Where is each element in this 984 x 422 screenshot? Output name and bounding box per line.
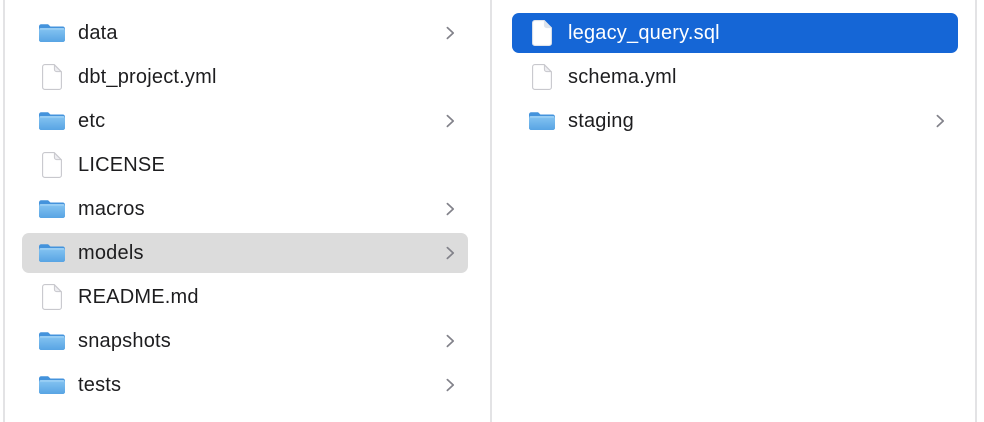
item-label: models	[78, 242, 144, 264]
selection-highlight	[22, 233, 468, 273]
list-item-tests[interactable]: tests	[22, 363, 468, 407]
item-label: README.md	[78, 286, 199, 308]
list-item-models[interactable]: models	[22, 231, 468, 275]
item-label: data	[78, 22, 118, 44]
column-divider[interactable]	[490, 0, 492, 422]
column-divider[interactable]	[3, 0, 5, 422]
file-icon	[532, 64, 552, 90]
list-item-README.md[interactable]: README.md	[22, 275, 468, 319]
item-label: dbt_project.yml	[78, 66, 217, 88]
item-label: staging	[568, 110, 634, 132]
list-item-dbt_project.yml[interactable]: dbt_project.yml	[22, 55, 468, 99]
file-list: data dbt_project.yml	[5, 0, 490, 407]
file-icon	[42, 284, 62, 310]
list-item-staging[interactable]: staging	[512, 99, 958, 143]
item-label: etc	[78, 110, 106, 132]
folder-icon	[39, 112, 65, 130]
item-label: snapshots	[78, 330, 171, 352]
folder-icon	[529, 112, 555, 130]
selection-highlight	[512, 13, 958, 53]
item-label: tests	[78, 374, 122, 396]
folder-icon	[39, 244, 65, 262]
chevron-right-icon	[444, 201, 456, 217]
list-item-schema.yml[interactable]: schema.yml	[512, 55, 958, 99]
list-item-legacy_query.sql[interactable]: legacy_query.sql	[512, 11, 958, 55]
chevron-right-icon	[444, 113, 456, 129]
file-list: legacy_query.sql schema.yml	[492, 0, 975, 143]
column-project-root: data dbt_project.yml	[5, 0, 490, 422]
file-icon	[42, 152, 62, 178]
item-label: legacy_query.sql	[568, 22, 720, 44]
list-item-data[interactable]: data	[22, 11, 468, 55]
file-icon	[532, 20, 552, 46]
column-divider[interactable]	[975, 0, 977, 422]
folder-icon	[39, 376, 65, 394]
chevron-right-icon	[444, 25, 456, 41]
folder-icon	[39, 200, 65, 218]
item-label: schema.yml	[568, 66, 677, 88]
list-item-snapshots[interactable]: snapshots	[22, 319, 468, 363]
chevron-right-icon	[444, 333, 456, 349]
item-label: LICENSE	[78, 154, 165, 176]
folder-icon	[39, 24, 65, 42]
list-item-macros[interactable]: macros	[22, 187, 468, 231]
list-item-etc[interactable]: etc	[22, 99, 468, 143]
chevron-right-icon	[444, 245, 456, 261]
folder-icon	[39, 332, 65, 350]
list-item-LICENSE[interactable]: LICENSE	[22, 143, 468, 187]
column-models: legacy_query.sql schema.yml	[492, 0, 975, 422]
chevron-right-icon	[444, 377, 456, 393]
file-icon	[42, 64, 62, 90]
item-label: macros	[78, 198, 145, 220]
chevron-right-icon	[934, 113, 946, 129]
